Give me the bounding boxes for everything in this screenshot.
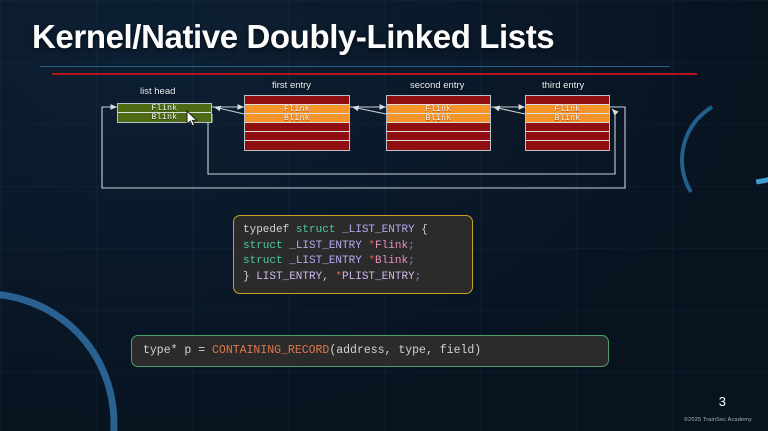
field-filler: [387, 123, 490, 132]
code-token: ,: [322, 271, 335, 283]
linked-list-diagram: list headFlinkBlinkfirst entryFlinkBlink…: [0, 78, 768, 203]
code-token: PLIST_ENTRY: [342, 271, 415, 283]
code-block-list-entry-struct: typedef struct _LIST_ENTRY { struct _LIS…: [233, 215, 473, 294]
slide-title: Kernel/Native Doubly-Linked Lists: [32, 18, 554, 56]
list-node-third-entry[interactable]: FlinkBlink: [525, 95, 610, 151]
code-token: _LIST_ENTRY: [289, 255, 368, 267]
field-blink: Blink: [387, 114, 490, 123]
code-token: Flink: [375, 240, 408, 252]
code-token: ;: [408, 255, 415, 267]
code-token: typedef: [243, 224, 296, 236]
page-number: 3: [719, 394, 726, 409]
field-filler: [245, 141, 349, 150]
field-blink: Blink: [526, 114, 609, 123]
code-token: LIST_ENTRY: [256, 271, 322, 283]
code-line-0: type* p = CONTAINING_RECORD(address, typ…: [143, 343, 597, 359]
code-token: type* p =: [143, 344, 212, 357]
field-filler: [245, 123, 349, 132]
code-block-containing-record: type* p = CONTAINING_RECORD(address, typ…: [131, 335, 609, 367]
title-rule-blue: [40, 66, 670, 67]
node-caption-3: third entry: [542, 80, 584, 91]
code-token: _LIST_ENTRY: [342, 224, 415, 236]
field-filler: [387, 141, 490, 150]
node-caption-2: second entry: [410, 80, 464, 91]
field-filler: [526, 132, 609, 141]
code-token: }: [243, 271, 256, 283]
field-filler: [526, 96, 609, 105]
code-token: {: [415, 224, 428, 236]
field-flink: Flink: [526, 105, 609, 114]
code-token: CONTAINING_RECORD: [212, 344, 329, 357]
code-token: struct: [243, 255, 289, 267]
code-token: struct: [243, 240, 289, 252]
code-line-1: struct _LIST_ENTRY *Flink;: [243, 239, 463, 255]
field-filler: [526, 141, 609, 150]
code-token: ;: [408, 240, 415, 252]
field-filler: [387, 132, 490, 141]
field-filler: [245, 96, 349, 105]
code-line-0: typedef struct _LIST_ENTRY {: [243, 223, 463, 239]
code-token: ;: [415, 271, 422, 283]
title-rule-red: [52, 73, 697, 75]
copyright-notice: ©2025 TrainSec Academy: [684, 417, 752, 423]
code-token: _LIST_ENTRY: [289, 240, 368, 252]
diagram-wires: [0, 78, 768, 203]
field-filler: [387, 96, 490, 105]
field-filler: [526, 123, 609, 132]
list-node-first-entry[interactable]: FlinkBlink: [244, 95, 350, 151]
code-line-2: struct _LIST_ENTRY *Blink;: [243, 254, 463, 270]
node-caption-0: list head: [140, 86, 175, 97]
mouse-cursor-icon: [186, 110, 198, 127]
code-line-3: } LIST_ENTRY, *PLIST_ENTRY;: [243, 270, 463, 286]
decorative-arc-3: [0, 228, 179, 431]
field-blink: Blink: [245, 114, 349, 123]
code-token: Blink: [375, 255, 408, 267]
node-caption-1: first entry: [272, 80, 311, 91]
field-flink: Flink: [245, 105, 349, 114]
code-token: struct: [296, 224, 342, 236]
list-node-second-entry[interactable]: FlinkBlink: [386, 95, 491, 151]
code-token: (address, type, field): [329, 344, 481, 357]
field-flink: Flink: [387, 105, 490, 114]
field-filler: [245, 132, 349, 141]
